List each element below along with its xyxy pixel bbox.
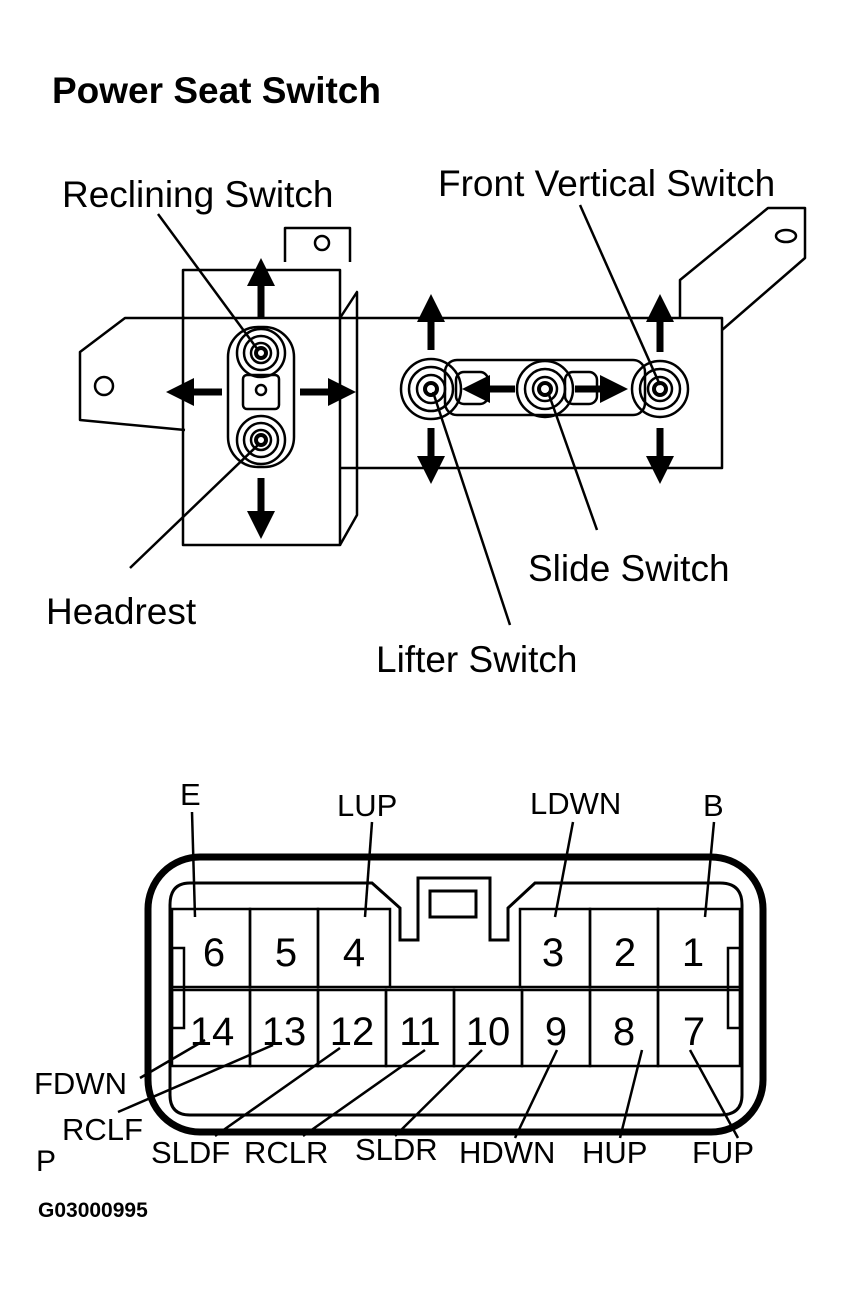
pin-12: 12 <box>330 1010 375 1054</box>
center-housing <box>340 316 724 470</box>
terminal-label-sldf: SLDF <box>151 1135 231 1170</box>
terminal-label-hdwn: HDWN <box>459 1135 556 1170</box>
lifter-switch-label: Lifter Switch <box>376 639 578 680</box>
terminal-label-hup: HUP <box>582 1135 648 1170</box>
reclining-knob <box>235 327 287 379</box>
top-left-tab <box>283 226 352 262</box>
terminal-label-e: E <box>180 777 201 812</box>
headrest-label: Headrest <box>46 591 197 632</box>
reclining-knob-body <box>226 325 296 469</box>
terminal-label-fup: FUP <box>692 1135 754 1170</box>
pin-8: 8 <box>613 1010 635 1054</box>
front-vertical-knob <box>630 359 690 419</box>
right-bracket <box>678 206 807 331</box>
slide-knob <box>515 359 575 419</box>
slide-switch-label: Slide Switch <box>528 548 730 589</box>
connector-latch <box>428 889 478 919</box>
lifter-knob <box>399 357 463 421</box>
reclining-switch-label: Reclining Switch <box>62 174 334 215</box>
terminal-label-rclr: RCLR <box>244 1135 329 1170</box>
connector-inner <box>168 876 744 1117</box>
terminal-label-ldwn: LDWN <box>530 786 622 821</box>
pin-13: 13 <box>262 1010 307 1054</box>
pin-10: 10 <box>466 1010 511 1054</box>
terminal-label-sldr: SLDR <box>355 1132 438 1167</box>
pin-11: 11 <box>399 1010 441 1054</box>
connector-shell <box>144 853 767 1136</box>
pin-1: 1 <box>682 931 704 975</box>
pin-5: 5 <box>275 931 297 975</box>
terminal-label-b: B <box>703 788 724 823</box>
headrest-knob <box>235 414 287 466</box>
pin-7: 7 <box>683 1010 705 1054</box>
left-bracket <box>78 316 186 432</box>
terminal-label-rclf: RCLF <box>62 1112 143 1147</box>
pin-9: 9 <box>545 1010 567 1054</box>
pin-14: 14 <box>190 1010 235 1054</box>
page-title: Power Seat Switch <box>52 70 381 111</box>
pin-3: 3 <box>542 931 564 975</box>
pin-2: 2 <box>614 931 636 975</box>
center-button <box>241 373 281 411</box>
pin-4: 4 <box>343 931 365 975</box>
pin-6: 6 <box>203 931 225 975</box>
left-bracket-hole <box>93 375 115 397</box>
figure-code: G03000995 <box>38 1199 148 1222</box>
connector-view-marker: P <box>36 1145 57 1178</box>
terminal-label-lup: LUP <box>337 788 398 823</box>
front-vertical-switch-label: Front Vertical Switch <box>438 163 776 204</box>
terminal-label-fdwn: FDWN <box>34 1066 127 1101</box>
